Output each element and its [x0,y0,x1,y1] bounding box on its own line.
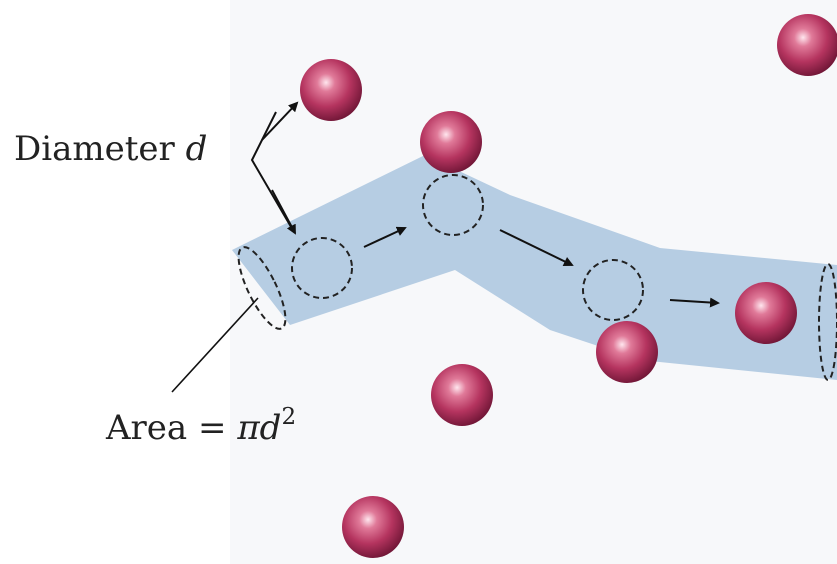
area-exponent: 2 [281,404,297,430]
motion-arrow-1 [363,226,407,248]
molecule [300,59,362,121]
diameter-arrow-down [271,189,296,235]
molecule [777,14,837,76]
motion-arrow-2 [499,229,574,266]
molecule [342,496,404,558]
diameter-bracket [250,111,295,233]
path-position-circle-3 [582,259,644,321]
area-symbol: πd [237,408,282,448]
molecule [596,321,658,383]
molecule [431,364,493,426]
area-pointer-line [171,297,259,393]
diameter-arrow-up [261,101,299,141]
path-position-circle-2 [422,174,484,236]
molecule [420,111,482,173]
collision-tube [232,155,837,380]
path-position-circle-1 [291,237,353,299]
diameter-label: Diameter d [14,132,207,166]
molecule [735,282,797,344]
diameter-symbol: d [185,129,208,169]
area-label: Area = πd2 [106,404,297,448]
area-label-text: Area = [106,408,238,448]
tube-cross-section-left [237,246,287,330]
motion-arrow-3 [669,297,720,308]
diameter-label-text: Diameter [14,129,175,169]
